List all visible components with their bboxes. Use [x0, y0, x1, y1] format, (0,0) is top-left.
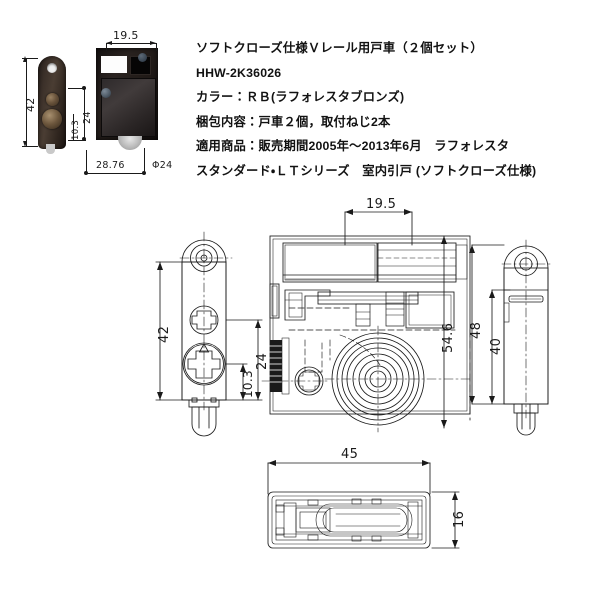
photo-dim-42-line	[26, 58, 27, 146]
spec-text-block: ソフトクローズ仕様Ｖレール用戸車（２個セット） HHW-2K36026 カラー：…	[196, 36, 596, 183]
dim-24-main	[225, 319, 263, 401]
right-view-cap-strip	[503, 295, 544, 323]
center-view-wheel-center-lines	[261, 325, 471, 433]
photo-mounting-hole	[47, 63, 57, 73]
photo-detail-dot-upper	[138, 53, 147, 62]
center-view-hidden-lines	[288, 307, 456, 373]
spec-line-applicable-1: 適用商品：販売期間2005年～2013年6月 ラフォレスタ	[196, 139, 510, 153]
center-view-left-rail	[269, 283, 290, 395]
side-view-screw-lower	[182, 342, 226, 386]
dim-label-103-main: 10.3	[241, 370, 255, 398]
bottom-view-inner-detail	[275, 498, 423, 542]
photo-dim-103-line	[73, 114, 74, 140]
photo-face-panel	[101, 78, 156, 137]
photo-dim-195-label: 19.5	[113, 29, 139, 42]
photo-dim-195-ext-left	[106, 43, 107, 51]
photo-wheel	[118, 136, 142, 150]
side-view-screw-upper	[189, 305, 219, 335]
photo-screw-upper	[45, 93, 59, 106]
spec-line-contents: 梱包内容：戸車２個，取付ねじ2本	[196, 114, 391, 129]
dimension-arrowheads	[157, 209, 495, 548]
photo-window-light	[101, 56, 127, 73]
spec-line-applicable-2: スタンダード・ＬＴシリーズ 室内引戸 (ソフトクローズ仕様)	[196, 163, 537, 178]
photo-side-view-body	[38, 56, 66, 149]
photo-dim-195-arrow-right	[150, 40, 156, 45]
dim-label-42-main: 42	[157, 325, 172, 343]
dim-195-main	[344, 211, 413, 246]
dim-label-16-bottom: 16	[452, 510, 467, 528]
dim-16-bottom	[431, 491, 460, 549]
photo-dim-dia24-label: Φ24	[152, 160, 173, 171]
center-view-mechanism-shelf	[284, 289, 455, 329]
dim-label-195-main: 19.5	[366, 197, 397, 212]
dim-48-main	[471, 244, 505, 405]
center-view-cartridge-left	[282, 242, 378, 283]
photo-dim-195-arrow-left	[106, 40, 112, 45]
photo-side-roller	[46, 144, 55, 154]
spec-line-model: HHW-2K36026	[196, 65, 282, 80]
right-view-center-lines	[501, 239, 553, 419]
photo-dim-24-line	[84, 88, 85, 140]
photo-dim-2876-line	[86, 173, 144, 174]
side-view-roller	[188, 397, 220, 437]
dim-label-24-main: 24	[255, 352, 270, 370]
photo-dim-42-arrow-up	[23, 56, 28, 62]
photo-dim-42-arrow-down	[23, 141, 28, 147]
dim-45-bottom	[267, 462, 431, 495]
photo-dim-2876-ext-left	[86, 150, 87, 174]
photo-dim-195-line	[106, 43, 156, 44]
photo-dim-195-ext-right	[156, 43, 157, 51]
dim-40-main	[491, 289, 511, 405]
right-view-roller	[513, 403, 539, 436]
dim-label-546-main: 54.6	[441, 322, 456, 353]
photo-dim-24-tick-bot	[82, 137, 86, 141]
dim-label-40-main: 40	[489, 337, 504, 355]
photo-dim-24-ext-top	[68, 88, 86, 89]
photo-detail-dot-lower	[101, 88, 111, 98]
photo-front-view-body	[96, 48, 158, 140]
center-view-cartridge-right	[377, 242, 468, 283]
side-view-center-lines	[179, 231, 233, 411]
spec-line-color: カラー：ＲＢ(ラフォレスタブロンズ)	[196, 90, 405, 104]
bottom-view-outline	[267, 491, 431, 549]
photo-dim-2876-ext-right	[144, 148, 145, 174]
dim-42-main	[155, 261, 183, 401]
dim-label-48-main: 48	[469, 321, 484, 339]
photo-dim-24-ext-bot	[68, 140, 86, 141]
photo-dim-2876-label: 28.76	[96, 160, 125, 171]
photo-dim-42-ext-top	[22, 58, 38, 59]
product-photo: 19.5 42 24 10.3 28.76 Φ24	[8, 29, 188, 180]
photo-dim-42-ext-bot	[22, 146, 38, 147]
spec-line-title: ソフトクローズ仕様Ｖレール用戸車（２個セット）	[196, 41, 483, 55]
photo-screw-lower	[42, 109, 62, 129]
dim-label-45-bottom: 45	[341, 447, 359, 462]
